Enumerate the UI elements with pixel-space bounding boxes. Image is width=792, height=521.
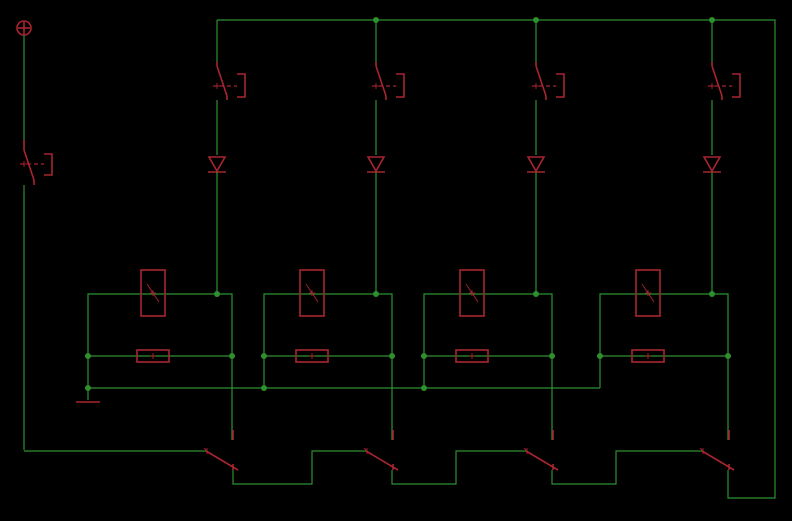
junction-node [389, 353, 395, 359]
top-bus [217, 19, 776, 499]
relay-stage [421, 62, 565, 471]
junction-node [229, 353, 235, 359]
contact-chain-wire [232, 450, 696, 485]
plus-circle-icon [16, 20, 32, 36]
relay-coil-icon [140, 269, 166, 317]
junction-node [261, 353, 267, 359]
relay-stage [261, 62, 405, 471]
resistor-icon [295, 349, 329, 363]
resistor-icon [631, 349, 665, 363]
changeover-contact-icon [360, 430, 399, 471]
pushbutton-switch [532, 62, 565, 100]
resistor-icon [455, 349, 489, 363]
relay-coil-icon [299, 269, 325, 317]
changeover-contact-icon [520, 430, 559, 471]
pushbutton-switch [213, 62, 246, 100]
relay-stage [597, 62, 741, 471]
pushbutton-switch [708, 62, 741, 100]
junction-node [85, 353, 91, 359]
junction-node [709, 291, 715, 297]
diode-icon [526, 156, 546, 173]
relay-coil-icon [635, 269, 661, 317]
diode-icon [702, 156, 722, 173]
main-switch [20, 35, 53, 450]
junction-node [725, 353, 731, 359]
changeover-contact-icon [696, 430, 735, 471]
diode-icon [366, 156, 386, 173]
relay-coil-icon [459, 269, 485, 317]
junction-node [533, 291, 539, 297]
diode-icon [207, 156, 227, 173]
pushbutton-switch [372, 62, 405, 100]
junction-node [214, 291, 220, 297]
changeover-contact-icon [200, 430, 239, 471]
junction-node [549, 353, 555, 359]
junction-node [373, 291, 379, 297]
resistor-icon [136, 349, 170, 363]
relay-stage [85, 62, 246, 471]
junction-node [421, 353, 427, 359]
junction-node [597, 353, 603, 359]
